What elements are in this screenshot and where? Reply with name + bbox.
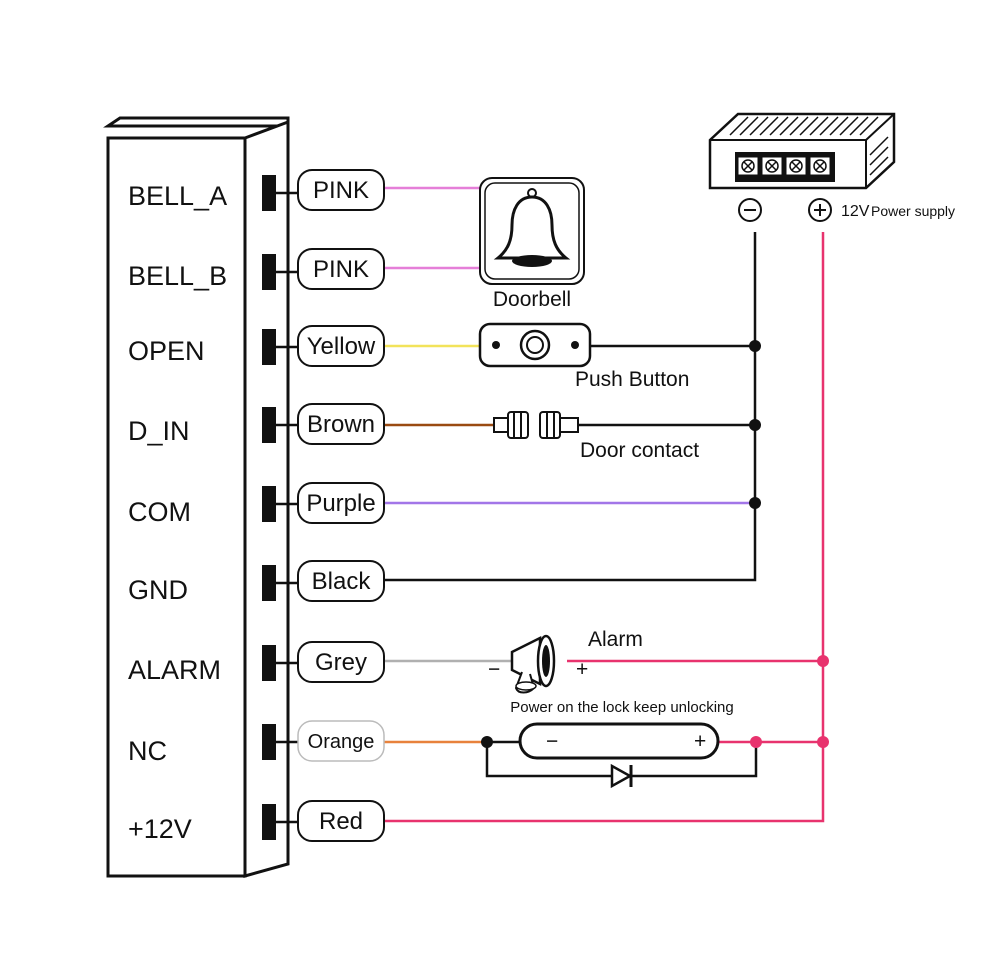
- terminal-label-open: OPEN: [128, 336, 205, 366]
- door-contact-label: Door contact: [580, 439, 699, 462]
- terminal-label-com: COM: [128, 497, 191, 527]
- wire-label-purple: Purple: [306, 490, 375, 517]
- terminal-block: [262, 565, 276, 601]
- wire-label-box: [297, 325, 385, 367]
- wire-label-box: [297, 169, 385, 211]
- lock-plus-sign: +: [694, 730, 706, 753]
- push-button: Push Button: [478, 322, 689, 391]
- wire-label-brown: Brown: [307, 411, 375, 438]
- terminal-block: [262, 486, 276, 522]
- terminal-block: [262, 175, 276, 211]
- doorbell: Doorbell: [479, 177, 585, 311]
- lock: Power on the lock keep unlocking − +: [510, 699, 734, 760]
- push-button-label: Push Button: [575, 368, 689, 391]
- siren-icon: [510, 634, 556, 694]
- wire-label-box: [297, 403, 385, 445]
- door-contact: Door contact: [493, 411, 699, 462]
- terminal-block: [262, 407, 276, 443]
- diode-icon: [610, 763, 633, 789]
- power-supply-label: Power supply: [871, 203, 955, 219]
- terminal-label-bell-a: BELL_A: [128, 181, 227, 211]
- terminal-label-d-in: D_IN: [128, 416, 190, 446]
- power-supply-voltage: 12V: [841, 203, 870, 220]
- wire-label-orange: Orange: [308, 731, 375, 753]
- junction-dots: [481, 340, 829, 748]
- wire-label-pink-a: PINK: [313, 177, 369, 204]
- terminal-block: [262, 329, 276, 365]
- power-supply: 12V Power supply: [708, 112, 955, 222]
- minus-terminal-icon: [738, 198, 762, 222]
- controller-unit: [103, 116, 290, 878]
- terminal-label-bell-b: BELL_B: [128, 261, 227, 291]
- wire-red-positive: [384, 232, 825, 823]
- terminal-labels: BELL_A BELL_B OPEN D_IN COM GND ALARM NC…: [128, 181, 227, 844]
- alarm-label: Alarm: [588, 628, 643, 651]
- terminal-label-nc: NC: [128, 736, 167, 766]
- wire-label-pink-b: PINK: [313, 256, 369, 283]
- wire-label-yellow: Yellow: [307, 333, 376, 360]
- terminal-blocks: [262, 175, 276, 840]
- terminal-label-alarm: ALARM: [128, 655, 221, 685]
- lock-minus-sign: −: [546, 730, 558, 753]
- wire-label-box: [297, 482, 385, 524]
- wire-label-box: [297, 800, 385, 842]
- terminal-block: [262, 254, 276, 290]
- lock-label: Power on the lock keep unlocking: [510, 699, 733, 716]
- doorbell-label: Doorbell: [493, 288, 571, 311]
- wire-label-box: [297, 720, 385, 762]
- wire-label-grey: Grey: [315, 649, 367, 676]
- power-supply-vents: [729, 116, 889, 176]
- wire-color-labels: PINK PINK Yellow Brown Purple Black Grey…: [297, 169, 385, 842]
- alarm-plus-sign: +: [576, 658, 588, 681]
- terminal-block: [262, 724, 276, 760]
- wire-label-box: [297, 560, 385, 602]
- alarm-minus-sign: −: [488, 658, 500, 681]
- terminal-screws: [737, 156, 831, 176]
- wire-label-red: Red: [319, 808, 363, 835]
- wire-label-black: Black: [312, 568, 372, 595]
- terminal-label-12v: +12V: [128, 814, 192, 844]
- terminal-block: [262, 645, 276, 681]
- bell-icon: [493, 188, 571, 267]
- alarm: Alarm − +: [488, 628, 643, 694]
- terminal-block: [262, 804, 276, 840]
- plus-terminal-icon: [808, 198, 832, 222]
- terminal-leads: [276, 191, 300, 824]
- wire-label-box: [297, 641, 385, 683]
- wire-label-box: [297, 248, 385, 290]
- terminal-label-gnd: GND: [128, 575, 188, 605]
